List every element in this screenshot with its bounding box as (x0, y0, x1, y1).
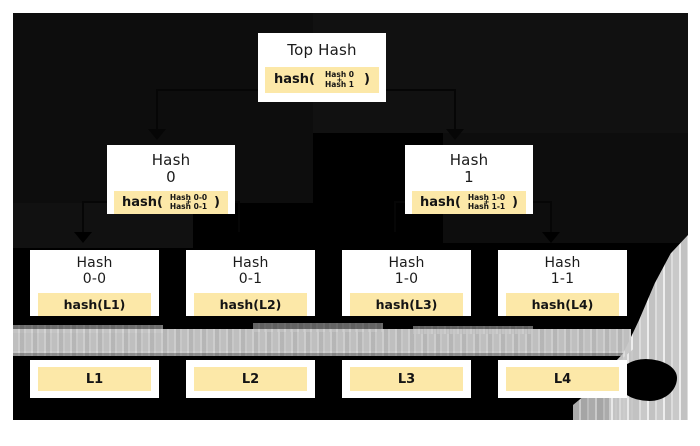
connector-hash0-to-hash00 (82, 201, 84, 235)
texture-band-edge (253, 323, 383, 332)
connector-hash1-to-hash11 (550, 201, 552, 235)
data-block-label: L4 (506, 367, 619, 391)
arrowhead-leaf2 (230, 316, 252, 330)
node-title-line1: Hash (449, 151, 489, 169)
node-title-line2: 1 (464, 167, 474, 186)
node-title-line2: 1-0 (394, 270, 419, 287)
hash-expression-pill: hash( Hash 0-0 + Hash 0-1 ) (114, 190, 228, 214)
node-title: Hash 0-0 (76, 250, 112, 287)
hash-expression-pill: hash( Hash 0 + Hash 1 ) (265, 66, 379, 93)
data-block-label: L2 (194, 367, 307, 391)
hash-expression-pill: hash( Hash 1-0 + Hash 1-1 ) (412, 190, 526, 214)
data-block-label: L1 (38, 367, 151, 391)
node-title-line1: Hash (76, 255, 113, 271)
node-title: Hash 1 (450, 145, 489, 186)
hash-value-pill: hash(L4) (506, 293, 619, 316)
hash-arg-bottom: Hash 0-1 (169, 202, 208, 212)
hash-arg-bottom: Hash 1-1 (467, 202, 506, 212)
texture-band-shadow (13, 351, 631, 356)
node-title-line2: 0-0 (82, 270, 107, 287)
node-title: Hash 1-1 (544, 250, 580, 287)
node-title-line2: 0-1 (238, 270, 263, 287)
arrowhead-leaf3 (386, 316, 408, 330)
node-title-line2: 1-1 (550, 270, 575, 287)
hash-args: Hash 0 + Hash 1 (325, 71, 354, 88)
node-title: Hash 0-1 (232, 250, 268, 287)
node-title-line1: Hash (544, 255, 581, 271)
node-hash-1[interactable]: Hash 1 hash( Hash 1-0 + Hash 1-1 ) (405, 145, 533, 214)
texture-band-edge (13, 325, 163, 333)
node-data-block-l2[interactable]: L2 (186, 360, 315, 398)
texture-band-edge (413, 326, 533, 334)
node-hash-1-1[interactable]: Hash 1-1 hash(L4) (498, 250, 627, 316)
hash-arg-top: Hash 0-0 (169, 192, 208, 202)
node-title-line1: Hash (388, 255, 425, 271)
hash-fn-label: hash( (274, 72, 315, 88)
hash-arg-plus: + (185, 198, 192, 207)
hash-arg-plus: + (336, 75, 343, 84)
hash-arg-plus: + (483, 198, 490, 207)
hash-args: Hash 0-0 + Hash 0-1 (170, 194, 207, 211)
connector-root-to-hash0 (156, 89, 158, 132)
node-title-line1: Hash (151, 151, 191, 169)
node-title: Hash 0 (152, 145, 191, 186)
node-data-block-l3[interactable]: L3 (342, 360, 471, 398)
arrowhead-hash00 (74, 232, 92, 243)
arrowhead-hash01 (230, 232, 248, 243)
hash-fn-label: hash( (122, 194, 163, 210)
hash-arg-bottom: Hash 1 (325, 79, 354, 89)
node-hash-1-0[interactable]: Hash 1-0 hash(L3) (342, 250, 471, 316)
node-title: Hash 1-0 (388, 250, 424, 287)
node-title-line1: Hash (232, 255, 269, 271)
hash-close-paren: ) (364, 72, 370, 88)
data-block-label: L3 (350, 367, 463, 391)
hash-arg-top: Hash 1-0 (467, 192, 506, 202)
node-title: Top Hash (287, 41, 357, 59)
occluder-blob (625, 365, 671, 397)
arrowhead-leaf4 (542, 316, 564, 330)
node-hash-0[interactable]: Hash 0 hash( Hash 0-0 + Hash 0-1 ) (107, 145, 235, 214)
connector-hash0-to-hash01 (238, 201, 240, 235)
arrowhead-root-to-hash1 (446, 129, 464, 140)
merkle-tree-background: Top Hash hash( Hash 0 + Hash 1 ) Hash 0 … (13, 13, 688, 420)
hash-args: Hash 1-0 + Hash 1-1 (468, 194, 505, 211)
node-data-block-l4[interactable]: L4 (498, 360, 627, 398)
hash-close-paren: ) (512, 194, 518, 210)
arrowhead-hash11 (542, 232, 560, 243)
arrowhead-root-to-hash0 (148, 129, 166, 140)
node-hash-0-1[interactable]: Hash 0-1 hash(L2) (186, 250, 315, 316)
hash-arg-top: Hash 0 (325, 70, 354, 80)
node-top-hash[interactable]: Top Hash hash( Hash 0 + Hash 1 ) (258, 33, 386, 102)
hash-value-pill: hash(L3) (350, 293, 463, 316)
hash-value-pill: hash(L2) (194, 293, 307, 316)
hash-close-paren: ) (214, 194, 220, 210)
node-title-line2: 0 (166, 167, 176, 186)
connector-hash1-to-hash10 (394, 201, 396, 235)
node-hash-0-0[interactable]: Hash 0-0 hash(L1) (30, 250, 159, 316)
node-data-block-l1[interactable]: L1 (30, 360, 159, 398)
hash-value-pill: hash(L1) (38, 293, 151, 316)
hash-fn-label: hash( (420, 194, 461, 210)
arrowhead-hash10 (386, 232, 404, 243)
connector-root-to-hash1 (454, 89, 456, 132)
